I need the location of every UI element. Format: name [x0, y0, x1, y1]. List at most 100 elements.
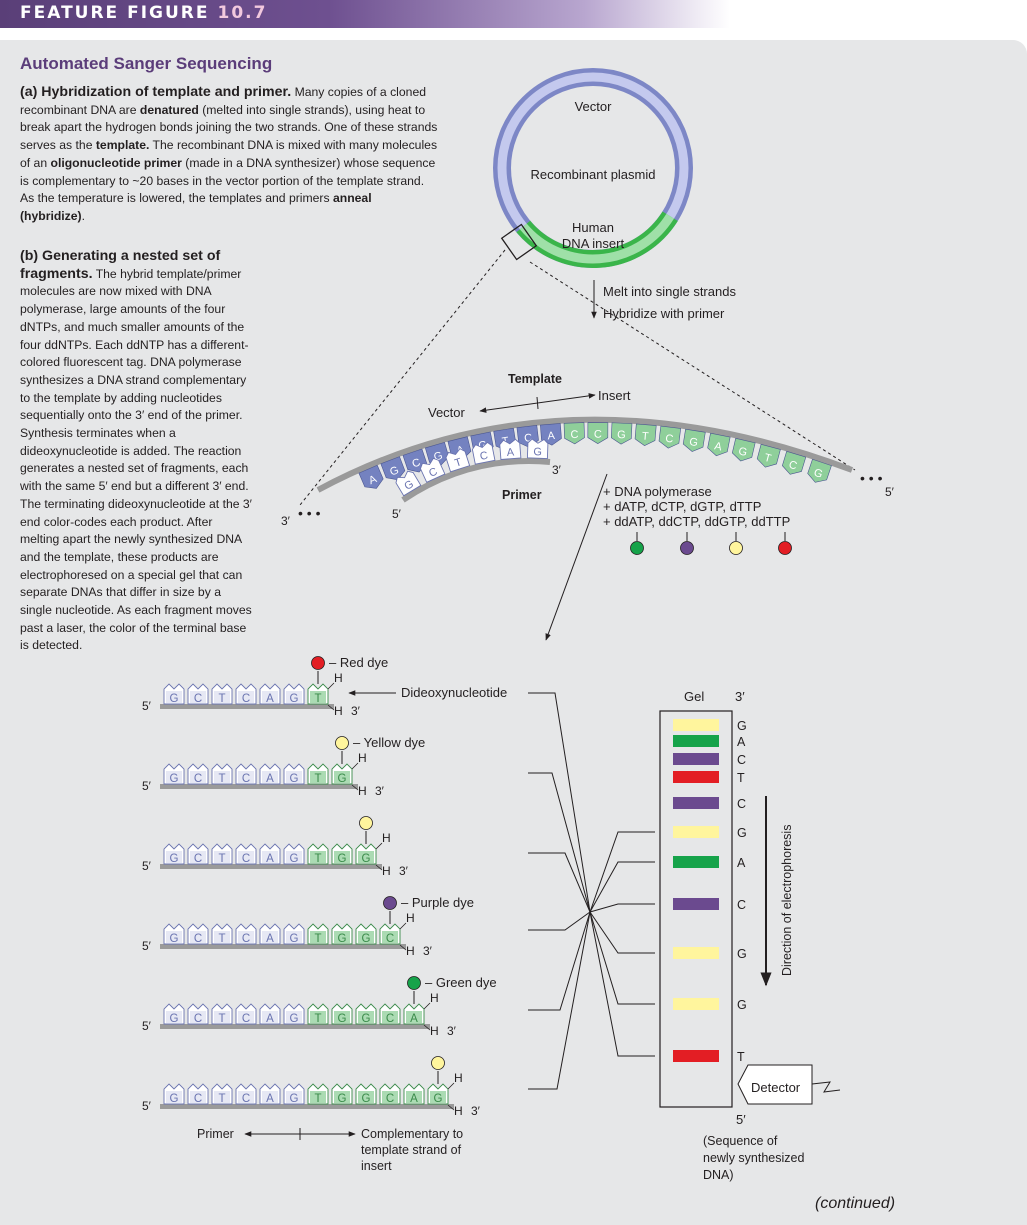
fragment-base-letter: G — [362, 1013, 371, 1025]
dideoxy-label: Dideoxynucleotide — [401, 685, 507, 700]
legend-primer: Primer — [197, 1127, 234, 1141]
legend-complementary-3: insert — [361, 1159, 392, 1173]
fragment-legend: Primer Complementary to template strand … — [197, 1127, 463, 1173]
gel-band-letter: C — [737, 797, 746, 811]
nucleotide — [187, 1083, 209, 1105]
fragment-base-letter: G — [338, 773, 347, 785]
template-base-letter: A — [713, 440, 723, 453]
fan-line — [528, 911, 591, 931]
gel-band-letter: C — [737, 753, 746, 767]
fragment-base-letter: G — [338, 1093, 347, 1105]
panel-b-text: (b) Generating a nested set of fragments… — [20, 248, 252, 653]
nucleotide — [283, 763, 305, 785]
fragment-base-letter: A — [266, 1093, 274, 1105]
ddntp-dye-dot — [680, 541, 694, 555]
nucleotide — [235, 923, 257, 945]
zoom-line-right — [529, 261, 856, 471]
dye-dot — [335, 736, 349, 750]
template-base-letter: A — [547, 430, 556, 443]
primer-base-letter: C — [479, 450, 489, 463]
fragment-backbone — [160, 864, 382, 869]
fragment-five-prime: 5′ — [142, 939, 152, 953]
hybridize-label: Hybridize with primer — [603, 306, 725, 321]
dye-label: – Green dye — [425, 975, 497, 990]
gel-band — [673, 947, 719, 959]
h-label: H — [358, 784, 367, 798]
nucleotide — [283, 923, 305, 945]
nucleotide — [235, 683, 257, 705]
template-base: G — [424, 441, 450, 466]
fragment-base-letter: G — [338, 853, 347, 865]
fragment-base-letter: T — [314, 773, 321, 785]
h-label: H — [454, 1104, 463, 1118]
template-base: C — [781, 450, 807, 475]
h-label: H — [382, 831, 391, 845]
fragment-three-prime: 3′ — [471, 1104, 481, 1118]
dye-label: – Yellow dye — [353, 735, 425, 750]
continued-note: (continued) — [815, 1195, 896, 1212]
fan-line — [528, 772, 591, 913]
fan-line — [589, 911, 655, 954]
ddntp-dye-dot — [778, 541, 792, 555]
nucleotide — [163, 683, 185, 705]
template-base-letter: C — [524, 432, 533, 445]
gel-band-letter: A — [737, 735, 746, 749]
gel-band — [673, 753, 719, 765]
fragment-five-prime: 5′ — [142, 859, 152, 873]
template-base-letter: G — [737, 445, 748, 459]
panel-a-text: (a) Hybridization of template and primer… — [20, 84, 438, 223]
fan-line — [528, 911, 591, 1090]
gel-five-prime: 5′ — [736, 1112, 746, 1127]
banner-number: 10.7 — [217, 3, 268, 23]
h-label: H — [406, 944, 415, 958]
fragment-base-letter: T — [314, 693, 321, 705]
h-label: H — [334, 704, 343, 718]
gel-band — [673, 797, 719, 809]
nucleotide — [187, 683, 209, 705]
gel-band — [673, 719, 719, 731]
fragment-base-letter: C — [242, 853, 250, 865]
gel-band-letter: A — [737, 856, 746, 870]
panel-a-heading: (a) Hybridization of template and primer… — [20, 84, 292, 100]
sequence-box — [500, 223, 538, 261]
primer-backbone — [401, 458, 551, 503]
fragment-base-letter: G — [290, 1013, 299, 1025]
h-label: H — [382, 864, 391, 878]
gel-band — [673, 1050, 719, 1062]
fragment-backbone — [160, 1024, 430, 1029]
dye-dot — [359, 816, 373, 830]
fragment-base-letter: A — [410, 1013, 418, 1025]
fragment-base-letter: G — [290, 933, 299, 945]
detector-cable — [811, 1081, 841, 1093]
template-base: G — [731, 437, 756, 462]
template-base-letter: T — [763, 452, 773, 465]
nucleotide — [283, 1003, 305, 1025]
template-base-letter: C — [570, 429, 578, 441]
fragment-backbone — [160, 944, 406, 949]
nucleotide — [163, 1083, 185, 1105]
h-label: H — [454, 1071, 463, 1085]
nucleotide — [187, 1003, 209, 1025]
nucleotide — [259, 1003, 281, 1025]
h-label: H — [334, 671, 343, 685]
template-base: T — [756, 443, 781, 468]
primer-label: Primer — [502, 488, 542, 502]
fragment-base-letter: G — [338, 1013, 347, 1025]
fragment-base-letter: G — [290, 693, 299, 705]
fragment-base-letter: C — [194, 1093, 202, 1105]
svg-text:• • •: • • • — [298, 505, 321, 521]
gel-band — [673, 998, 719, 1010]
nucleotide — [259, 683, 281, 705]
reagent-line: + dATP, dCTP, dGTP, dTTP — [603, 499, 761, 514]
template-base-letter: C — [665, 433, 674, 446]
nucleotide — [259, 923, 281, 945]
h-label: H — [430, 1024, 439, 1038]
fragment-base-letter: T — [218, 773, 225, 785]
template-five-prime: 5′ — [885, 485, 895, 499]
primer-three-prime: 3′ — [552, 463, 562, 477]
template-base: C — [658, 425, 682, 449]
fragment-base-letter: G — [170, 853, 179, 865]
